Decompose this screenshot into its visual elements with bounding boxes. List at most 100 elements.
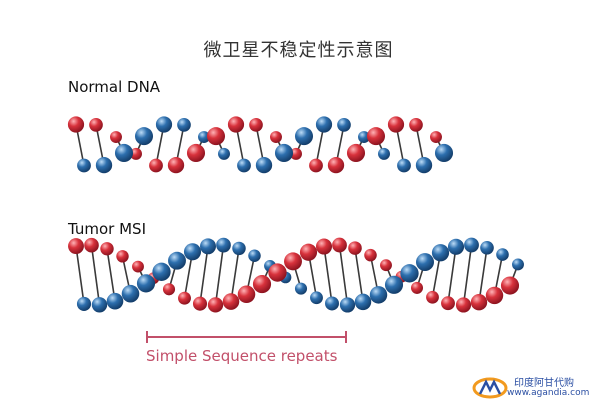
red-nucleotide xyxy=(270,131,282,143)
red-nucleotide xyxy=(366,127,386,146)
blue-nucleotide xyxy=(358,131,370,143)
blue-nucleotide xyxy=(325,296,339,311)
blue-nucleotide xyxy=(496,248,509,261)
blue-nucleotide xyxy=(198,131,210,143)
red-nucleotide xyxy=(186,143,206,163)
watermark-logo-icon xyxy=(472,377,508,399)
blue-nucleotide xyxy=(416,253,434,272)
red-nucleotide xyxy=(130,147,142,160)
watermark-name: 印度阿甘代购 xyxy=(514,378,574,389)
red-nucleotide xyxy=(89,118,103,132)
red-nucleotide xyxy=(387,116,405,133)
blue-nucleotide xyxy=(337,118,351,132)
base-pair-bond xyxy=(90,245,101,305)
red-nucleotide xyxy=(227,116,245,133)
blue-nucleotide xyxy=(248,249,261,262)
blue-nucleotide xyxy=(200,238,216,255)
blue-nucleotide xyxy=(447,238,465,255)
blue-nucleotide xyxy=(216,237,231,253)
red-nucleotide xyxy=(426,290,439,304)
blue-nucleotide xyxy=(512,258,524,271)
red-nucleotide xyxy=(167,156,185,174)
red-nucleotide xyxy=(364,248,377,262)
blue-nucleotide xyxy=(114,143,134,163)
red-nucleotide xyxy=(380,259,392,272)
tumor-msi-helix xyxy=(68,237,524,313)
normal-dna-label: Normal DNA xyxy=(68,78,161,96)
red-nucleotide xyxy=(84,237,99,253)
base-pair-bond xyxy=(478,247,488,303)
blue-nucleotide xyxy=(95,156,113,174)
blue-nucleotide xyxy=(76,296,92,311)
watermark-url: www.agandia.com xyxy=(507,388,590,398)
blue-nucleotide xyxy=(339,297,356,313)
blue-nucleotide xyxy=(232,241,246,256)
blue-nucleotide xyxy=(152,262,171,281)
blue-nucleotide xyxy=(168,251,186,270)
red-nucleotide xyxy=(110,131,122,143)
red-nucleotide xyxy=(67,116,85,133)
base-pair-bond xyxy=(214,245,225,305)
blue-nucleotide xyxy=(415,156,433,174)
red-nucleotide xyxy=(348,241,362,255)
red-nucleotide xyxy=(485,286,504,305)
blue-nucleotide xyxy=(183,243,202,261)
blue-nucleotide xyxy=(274,143,294,163)
base-pair-bond xyxy=(338,244,349,306)
blue-nucleotide xyxy=(136,274,156,293)
blue-nucleotide xyxy=(464,237,479,253)
blue-nucleotide xyxy=(77,158,91,173)
blue-nucleotide xyxy=(294,282,308,295)
red-nucleotide xyxy=(207,297,224,313)
normal-dna-helix xyxy=(67,116,454,174)
red-nucleotide xyxy=(327,156,345,174)
blue-nucleotide xyxy=(434,143,454,163)
blue-nucleotide xyxy=(134,127,154,146)
blue-nucleotide xyxy=(106,292,124,310)
red-nucleotide xyxy=(206,127,226,146)
page-title: 微卫星不稳定性示意图 xyxy=(203,40,394,61)
red-nucleotide xyxy=(116,250,129,263)
red-nucleotide xyxy=(268,263,287,282)
red-nucleotide xyxy=(470,294,488,311)
red-nucleotide xyxy=(409,118,423,132)
red-nucleotide xyxy=(222,293,240,310)
red-nucleotide xyxy=(455,297,472,313)
base-pair-bond xyxy=(447,246,457,304)
blue-nucleotide xyxy=(354,293,372,311)
base-pair-bond xyxy=(462,244,473,306)
blue-nucleotide xyxy=(384,275,404,294)
blue-nucleotide xyxy=(480,240,494,255)
red-nucleotide xyxy=(162,283,176,296)
repeat-region-bracket xyxy=(146,331,347,343)
blue-nucleotide xyxy=(121,284,140,303)
red-nucleotide xyxy=(500,276,520,295)
blue-nucleotide xyxy=(177,118,191,132)
blue-nucleotide xyxy=(310,291,323,305)
blue-nucleotide xyxy=(155,116,173,133)
blue-nucleotide xyxy=(218,147,230,160)
base-pair-bond xyxy=(106,248,116,302)
red-nucleotide xyxy=(290,147,302,160)
red-nucleotide xyxy=(100,242,114,256)
blue-nucleotide xyxy=(431,244,450,262)
red-nucleotide xyxy=(149,158,163,173)
repeat-caption: Simple Sequence repeats xyxy=(146,347,338,365)
red-nucleotide xyxy=(315,238,333,255)
red-nucleotide xyxy=(68,238,84,255)
base-pair-bond xyxy=(199,246,209,304)
red-nucleotide xyxy=(132,260,144,273)
blue-nucleotide xyxy=(315,116,333,133)
base-pair-bond xyxy=(323,246,333,304)
blue-nucleotide xyxy=(400,264,419,283)
base-pair-bond xyxy=(75,245,85,305)
red-nucleotide xyxy=(410,281,424,294)
red-nucleotide xyxy=(178,291,191,305)
red-nucleotide xyxy=(441,296,455,311)
red-nucleotide xyxy=(309,158,323,173)
watermark: 印度阿甘代购 www.agandia.com xyxy=(472,374,592,402)
blue-nucleotide xyxy=(255,156,273,174)
red-nucleotide xyxy=(299,243,318,261)
blue-nucleotide xyxy=(91,297,108,313)
tumor-msi-label: Tumor MSI xyxy=(68,220,147,238)
